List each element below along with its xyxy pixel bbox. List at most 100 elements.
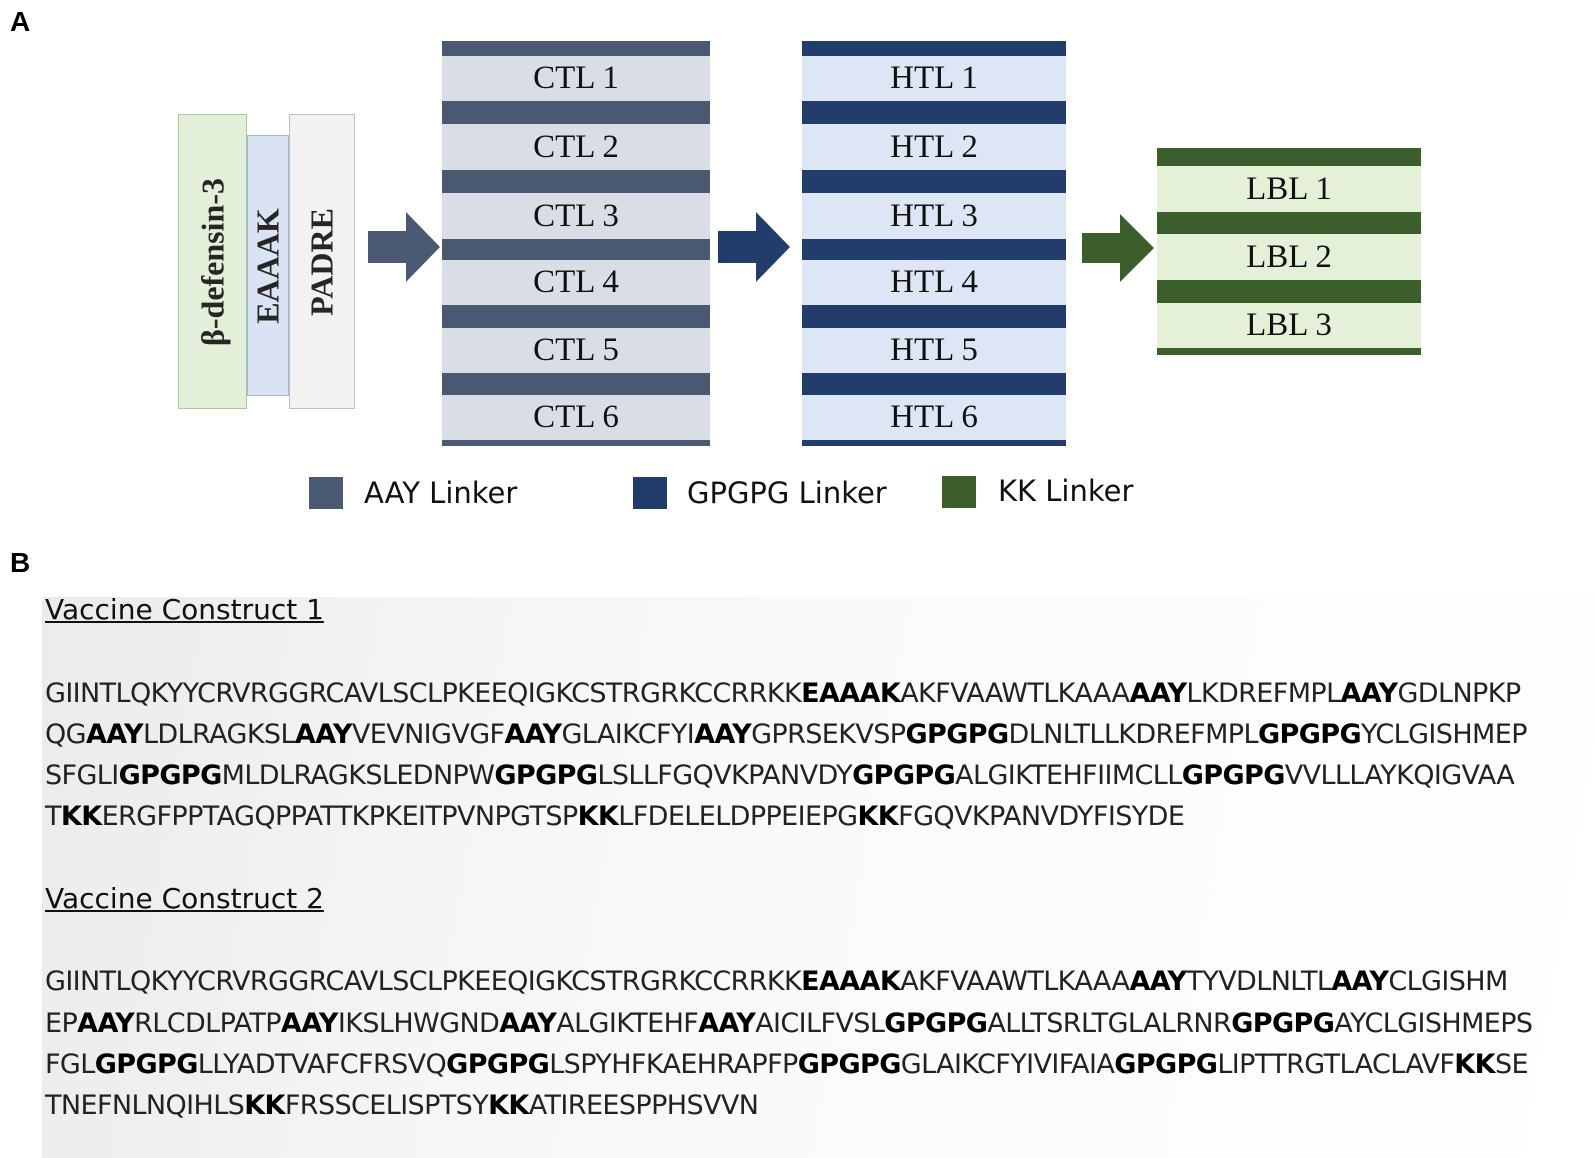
epitope-residues: VEVNIGVGF [351,719,505,750]
aay-linker-bar [442,440,710,446]
linker-residues: AAY [77,1008,135,1039]
htl-label: HTL 5 [890,332,978,368]
htl-label: HTL 1 [890,60,978,96]
aay-linker-bar [442,239,710,260]
htl-label: HTL 3 [890,197,978,234]
htl-stack: HTL 1 HTL 2 HTL 3 HTL 4 HTL 5 HTL 6 [802,41,1066,446]
epitope-residues: LDLRAGKSL [142,719,296,750]
epitope-residues: ALGIKTEHF [556,1008,699,1039]
linker-residues: AAY [1340,678,1399,709]
lbl-label: LBL 1 [1246,170,1332,207]
panel-label-b: B [10,547,31,578]
epitope-residues: LLYADTVAFCFRSVQ [197,1049,447,1080]
lbl-segment: LBL 3 [1157,303,1421,348]
ctl-segment: CTL 5 [442,328,710,373]
beta-defensin-box: β-defensin-3 [178,114,247,409]
linker-residues: AAY [504,719,562,750]
linker-residues: KK [1454,1049,1495,1080]
htl-segment: HTL 3 [802,193,1066,239]
htl-label: HTL 4 [890,264,978,300]
linker-residues: GPGPG [1181,760,1286,791]
aay-linker-bar [442,373,710,395]
ctl-segment: CTL 4 [442,260,710,305]
construct-1-line-1: GIINTLQKYYCRVRGGRCAVLSCLPKEEQIGKCSTRGRKC… [45,678,1521,709]
epitope-residues: FGQVKPANVDYFISYDE [898,801,1185,832]
linker-residues: GPGPG [446,1049,550,1080]
ctl-label: CTL 4 [533,264,619,300]
linker-residues: EAAAK [801,966,901,997]
linker-residues: GPGPG [94,1049,199,1080]
gpgpg-linker-bar [802,440,1066,446]
ctl-label: CTL 6 [533,399,619,435]
legend-label-kk: KK Linker [998,474,1134,508]
linker-residues: AAY [698,1008,756,1039]
linker-residues: GPGPG [1257,719,1362,750]
epitope-residues: TYVDLNLTL [1186,966,1332,997]
gpgpg-linker-bar [802,41,1066,56]
construct-1-line-4: TKKERGFPPTAGQPPATTKPKEITPVNPGTSPKKLFDELE… [45,801,1185,832]
ctl-segment: CTL 1 [442,56,710,101]
epitope-residues: IKSLHWGND [337,1008,500,1039]
linker-residues: GPGPG [884,1008,988,1039]
linker-residues: GPGPG [1114,1049,1218,1080]
gpgpg-linker-bar [802,305,1066,328]
linker-residues: GPGPG [852,760,956,791]
epitope-residues: SE [1494,1049,1529,1080]
epitope-residues: EP [45,1008,78,1039]
ctl-segment: CTL 2 [442,124,710,170]
epitope-residues: SFGLI [45,760,119,791]
htl-segment: HTL 4 [802,260,1066,305]
htl-segment: HTL 2 [802,124,1066,170]
gpgpg-linker-bar [802,373,1066,395]
ctl-segment: CTL 6 [442,395,710,440]
linker-residues: KK [60,801,102,832]
htl-segment: HTL 5 [802,328,1066,373]
epitope-residues: LIPTTRGTLACLAVF [1217,1049,1455,1080]
ctl-segment: CTL 3 [442,193,710,239]
epitope-residues: GLAIKCFYIVIFAIA [900,1049,1115,1080]
gpgpg-linker-bar [802,101,1066,124]
padre-box: PADRE [289,114,355,409]
epitope-residues: GDLNPKP [1397,678,1521,709]
gpgpg-linker-bar [802,239,1066,260]
linker-residues: AAY [499,1008,557,1039]
epitope-residues: FGL [45,1049,95,1080]
epitope-residues: MLDLRAGKSLEDNPW [221,760,495,791]
epitope-residues: ALLTSRLTGLALRNR [987,1008,1232,1039]
epitope-residues: LKDREFMPL [1186,678,1341,709]
beta-defensin-label: β-defensin-3 [194,177,230,346]
linker-residues: GPGPG [905,719,1009,750]
epitope-residues: ERGFPPTAGQPPATTKPKEITPVNPGTSP [101,801,579,832]
epitope-residues: RLCDLPATP [134,1008,281,1039]
linker-residues: GPGPG [797,1049,902,1080]
epitope-residues: QG [45,719,87,750]
htl-segment: HTL 1 [802,56,1066,101]
epitope-residues: AKFVAAWTLKAAA [900,678,1130,709]
epitope-residues: ATIREESPPHSVVN [528,1090,759,1121]
linker-residues: KK [244,1090,285,1121]
htl-label: HTL 2 [890,128,978,165]
epitope-residues: T [45,801,62,832]
htl-label: HTL 6 [890,399,978,435]
construct-2-line-4: TNEFNLNQIHLSKKFRSSCELISPTSYKKATIREESPPHS… [45,1090,759,1121]
htl-segment: HTL 6 [802,395,1066,440]
epitope-residues: GPRSEKVSP [751,719,906,750]
legend-label-aay: AAY Linker [364,476,518,510]
eaaak-box: EAAAK [247,135,289,396]
lbl-stack: LBL 1 LBL 2 LBL 3 [1157,148,1421,355]
kk-linker-bar [1157,280,1421,303]
epitope-residues: DLNLTLLKDREFMPL [1008,719,1259,750]
construct-2-line-1: GIINTLQKYYCRVRGGRCAVLSCLPKEEQIGKCSTRGRKC… [45,966,1508,997]
gpgpg-linker-bar [802,170,1066,193]
epitope-residues: CLGISHM [1388,966,1508,997]
legend-label-gpgpg: GPGPG Linker [687,476,887,510]
linker-residues: KK [488,1090,529,1121]
construct-1-line-2: QGAAYLDLRAGKSLAAYVEVNIGVGFAAYGLAIKCFYIAA… [45,719,1527,750]
linker-residues: AAY [694,719,752,750]
epitope-residues: AKFVAAWTLKAAA [900,966,1130,997]
ctl-stack: CTL 1 CTL 2 CTL 3 CTL 4 CTL 5 CTL 6 [442,41,710,446]
construct-2-line-3: FGLGPGPGLLYADTVAFCFRSVQGPGPGLSPYHFKAEHRA… [45,1049,1529,1080]
epitope-residues: YCLGISHMEP [1361,719,1527,750]
sequence-panel [42,597,1595,1158]
ctl-label: CTL 2 [533,128,619,165]
